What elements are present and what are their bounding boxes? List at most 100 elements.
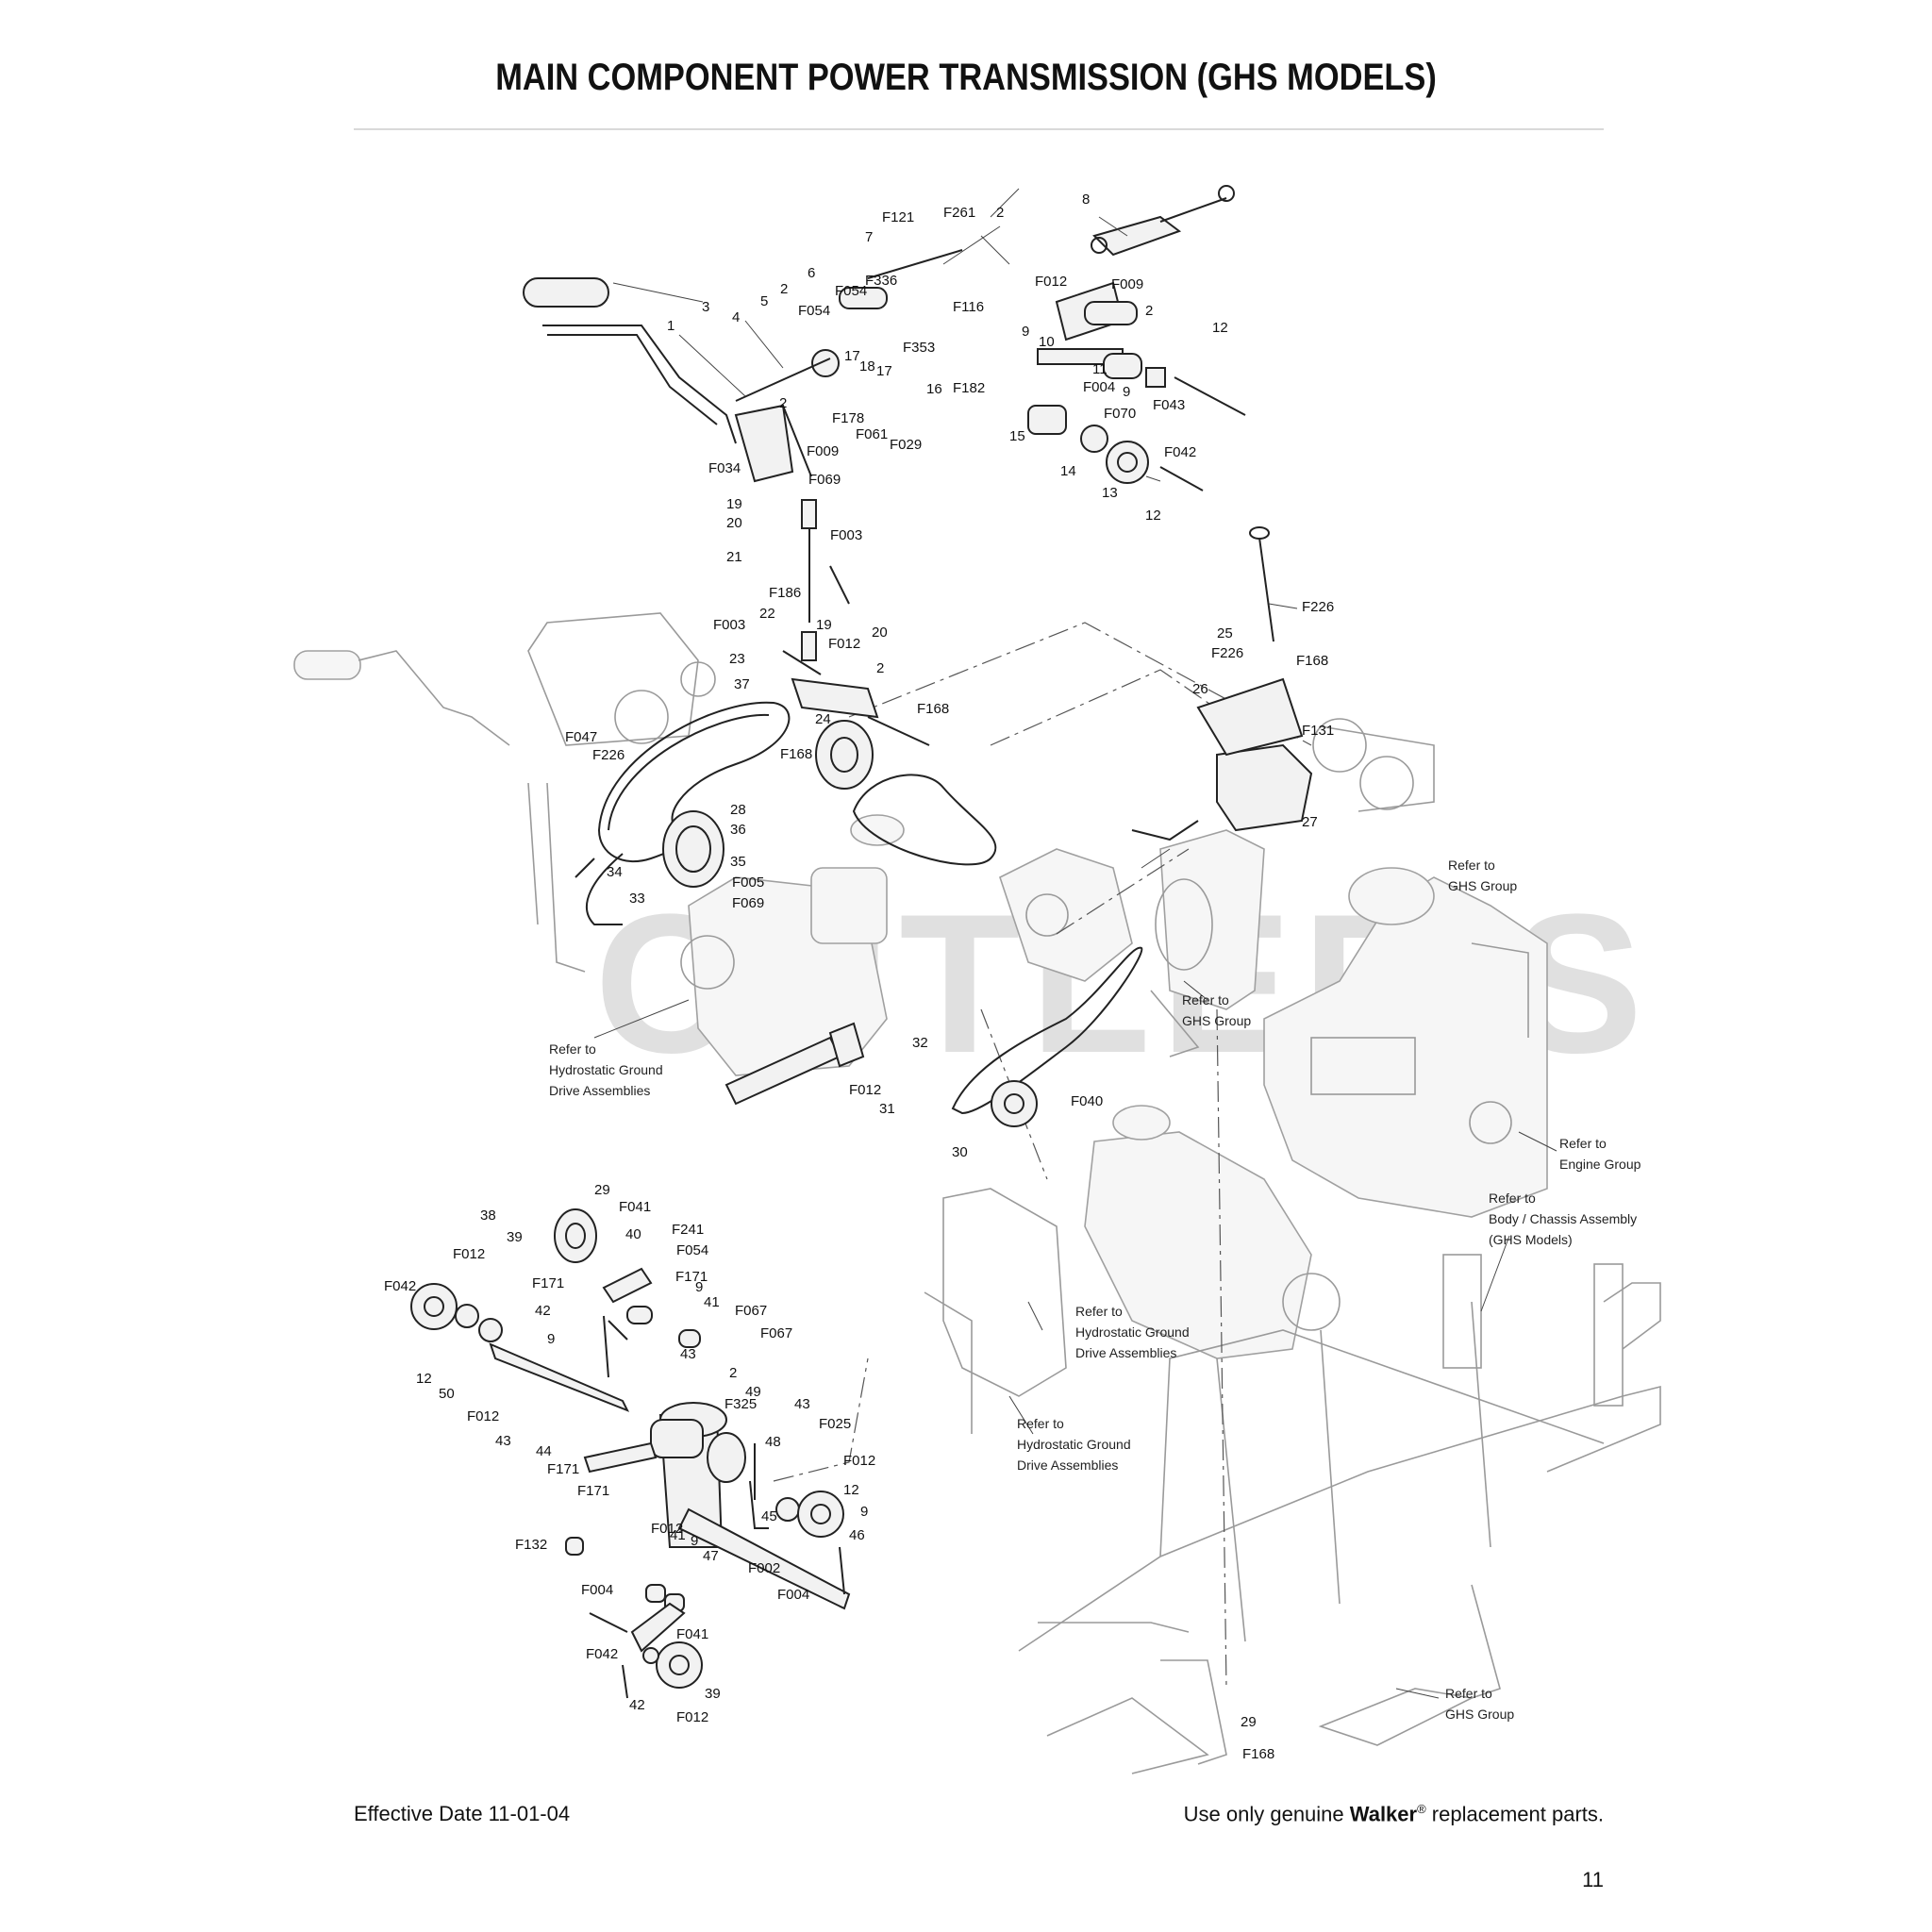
callout: 2 — [729, 1365, 737, 1381]
callout: 11 — [1092, 361, 1108, 377]
callout: F041 — [619, 1199, 651, 1215]
callout: F003 — [713, 617, 745, 633]
arm-f012 — [583, 1441, 658, 1474]
callout: 45 — [761, 1508, 777, 1524]
callout: 26 — [1192, 681, 1208, 697]
callout: F168 — [780, 746, 812, 762]
ref-note-hydro-2: Refer to Hydrostatic Ground Drive Assemb… — [1075, 1304, 1193, 1360]
callout: 44 — [536, 1443, 552, 1459]
callout: 31 — [879, 1101, 895, 1117]
leader-lines — [593, 188, 1557, 1699]
callout: F012 — [1035, 274, 1067, 290]
callout: 2 — [1145, 303, 1153, 319]
callout: 42 — [535, 1303, 551, 1319]
callout: 2 — [996, 205, 1004, 221]
callout: 34 — [607, 864, 623, 880]
callout: F047 — [565, 729, 597, 745]
ref-note-ghs-group-2: Refer to GHS Group — [1182, 992, 1251, 1028]
arm-47 — [630, 1602, 686, 1653]
callout-labels: F121 F261 2 7 8 3 2 6 F054 F336 5 F054 4… — [384, 192, 1334, 1762]
shaft-49 — [489, 1342, 630, 1412]
callout: F003 — [830, 527, 862, 543]
callout: 9 — [1022, 324, 1029, 340]
callout: F261 — [943, 205, 975, 221]
callout: F336 — [865, 273, 897, 289]
callout: 19 — [726, 496, 742, 512]
cable-33 — [575, 853, 624, 925]
callout: 22 — [759, 606, 775, 622]
callout: 48 — [765, 1434, 781, 1450]
callout: 2 — [779, 395, 787, 411]
callout: 14 — [1060, 463, 1076, 479]
callout: F012 — [676, 1709, 708, 1725]
callout: 9 — [695, 1279, 703, 1295]
idler-arm-24 — [791, 677, 879, 719]
callout: 36 — [730, 822, 746, 838]
callout: F121 — [882, 209, 914, 225]
callout: 16 — [926, 381, 942, 397]
callout: 43 — [495, 1433, 511, 1449]
callout: 12 — [416, 1371, 432, 1387]
callout: 43 — [794, 1396, 810, 1412]
callout: 21 — [726, 549, 742, 565]
callout: F171 — [532, 1275, 564, 1291]
genuine-prefix: Use only genuine — [1183, 1802, 1350, 1826]
bearing-14 — [1080, 425, 1108, 453]
callout: F069 — [732, 895, 764, 911]
lever-1 — [542, 325, 737, 444]
callout: F182 — [953, 380, 985, 396]
callout: 9 — [691, 1533, 698, 1549]
pulley-45 — [797, 1491, 844, 1538]
ghost-chassis-frame — [1018, 1254, 1661, 1774]
callout: 20 — [872, 625, 888, 641]
callout: 37 — [734, 676, 750, 692]
callout: F025 — [819, 1416, 851, 1432]
callout: 5 — [760, 293, 768, 309]
ghost-transmission — [680, 814, 905, 1076]
lever-bracket — [734, 404, 794, 483]
callout: 46 — [849, 1527, 865, 1543]
callout: F178 — [832, 410, 864, 426]
idler-pulley-29 — [991, 1080, 1038, 1127]
clutch-cable-assembly — [782, 499, 930, 746]
reference-notes: Refer to GHS Group Refer to GHS Group Re… — [549, 858, 1641, 1722]
callout: F069 — [808, 472, 841, 488]
ghost-top-right-pulleys — [1312, 718, 1435, 812]
registered-mark: ® — [1417, 1802, 1426, 1816]
callout: F171 — [675, 1269, 708, 1285]
spring-6 — [839, 287, 888, 309]
callout: F009 — [807, 443, 839, 459]
callout: F002 — [748, 1560, 780, 1576]
callout: 39 — [507, 1229, 523, 1245]
callout: F004 — [1083, 379, 1115, 395]
effective-date: Effective Date 11-01-04 — [354, 1802, 571, 1825]
ghost-left-bracket — [924, 1188, 1067, 1434]
callout: 33 — [629, 891, 645, 907]
callout: 15 — [1009, 428, 1025, 444]
callout: F241 — [672, 1222, 704, 1238]
callout: F353 — [903, 340, 935, 356]
ref-note-ghs-group-1: Refer to GHS Group — [1448, 858, 1517, 893]
ghost-hydraulic-housing — [1155, 829, 1265, 1010]
callout: 43 — [680, 1346, 696, 1362]
callout: F061 — [856, 426, 888, 442]
callout: 9 — [1123, 384, 1130, 400]
callout: 47 — [703, 1548, 719, 1564]
callout: F042 — [384, 1278, 416, 1294]
callout: 27 — [1302, 814, 1318, 830]
callout: F004 — [777, 1587, 809, 1603]
callout: F067 — [735, 1303, 767, 1319]
belt-34 — [852, 774, 997, 866]
gearbox-28 — [1131, 677, 1313, 841]
callout: F043 — [1153, 397, 1185, 413]
callout: 42 — [629, 1697, 645, 1713]
driveshaft-31 — [724, 1022, 865, 1106]
callout: 20 — [726, 515, 742, 531]
callout: 12 — [1212, 320, 1228, 336]
callout: 9 — [860, 1504, 868, 1520]
mount-bar — [677, 1507, 851, 1610]
callout: 2 — [780, 281, 788, 297]
callout: F116 — [953, 299, 984, 315]
callout: 17 — [844, 348, 860, 364]
